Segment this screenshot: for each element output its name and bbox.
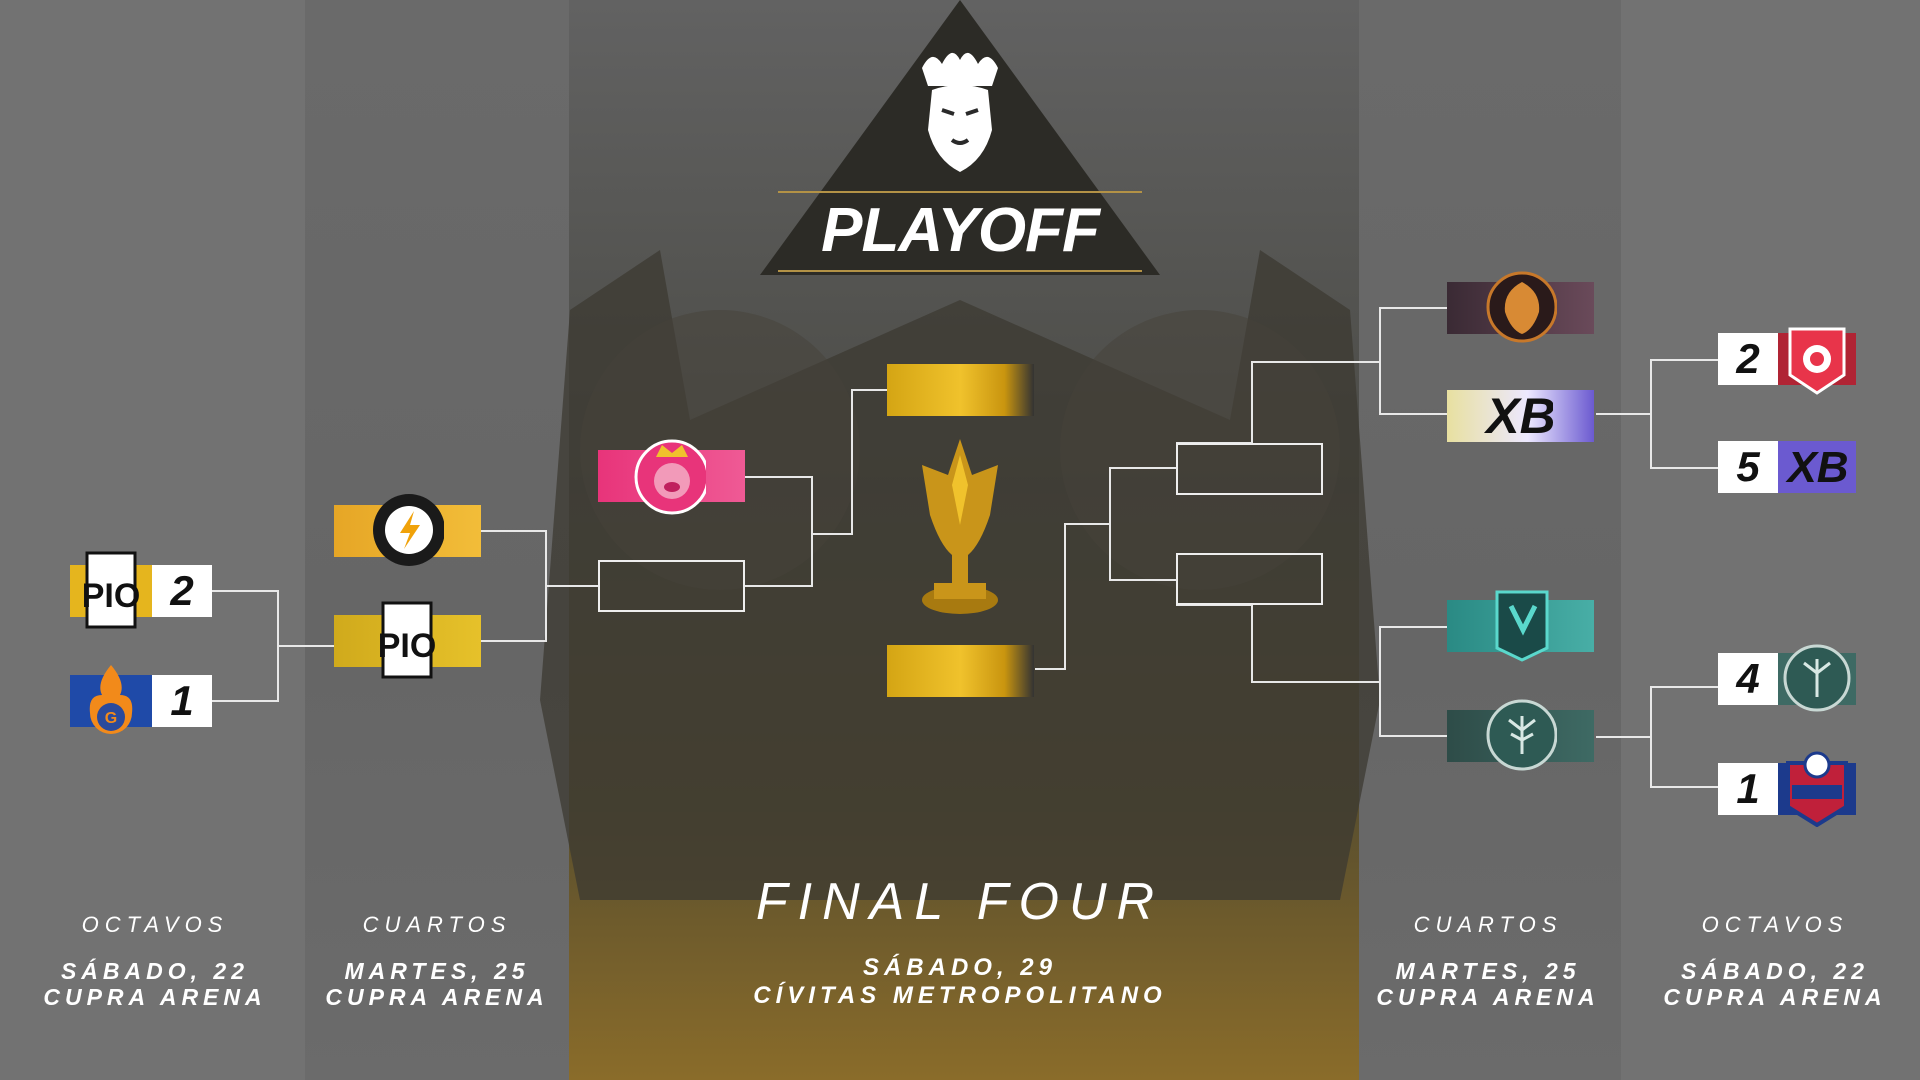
score-xbuyer: 5	[1718, 441, 1778, 493]
page-title: PLAYOFF	[821, 196, 1100, 265]
semi-left-empty-slot	[598, 560, 745, 612]
right-cuartos-label: CUARTOS	[1413, 912, 1563, 937]
porcinas-fc-logo-icon	[632, 436, 706, 515]
team-card-porcinas-fc[interactable]	[598, 439, 745, 515]
left-octavos-date: SÁBADO, 22	[60, 958, 250, 984]
semi-right-top-empty-slot	[1176, 443, 1323, 495]
left-octavos-venue: CUPRA ARENA	[43, 984, 267, 1010]
right-octavos-label: OCTAVOS	[1701, 912, 1849, 937]
team-card-pio-fc-cuartos[interactable]: PIO	[334, 601, 481, 679]
xbuyer-octavos-logo-icon: XB	[1778, 427, 1852, 505]
pio-fc-cuartos-logo-icon: PIO	[370, 601, 444, 679]
final-four-title: FINAL FOUR	[755, 873, 1165, 931]
team-card-pio-fc[interactable]: PIO	[70, 551, 152, 629]
score-las-troncas: 4	[1718, 653, 1778, 705]
svg-text:PIO: PIO	[379, 627, 435, 665]
score-jijantas-fc: 1	[1718, 763, 1778, 815]
right-cuartos-column	[1359, 0, 1621, 1080]
xbuyer-logo-icon: XB	[1479, 376, 1553, 454]
score-pio-fc: 2	[152, 565, 212, 617]
svg-text:PIO: PIO	[83, 577, 139, 615]
team-card-el-barrio[interactable]	[1447, 590, 1594, 662]
right-octavos-column	[1621, 0, 1920, 1080]
el-barrio-logo-icon	[1483, 586, 1557, 664]
svg-text:G: G	[105, 710, 117, 727]
team-card-xbuyer[interactable]: XB	[1447, 388, 1594, 444]
final-four-date: SÁBADO, 29	[862, 954, 1058, 981]
las-troncas-octavos-logo-icon	[1780, 639, 1854, 717]
svg-text:XB: XB	[1784, 443, 1848, 492]
final-slot-bottom	[887, 645, 1034, 697]
left-octavos-label: OCTAVOS	[81, 912, 229, 937]
team-card-aniquiladoras[interactable]	[1778, 327, 1856, 395]
right-octavos-date: SÁBADO, 22	[1680, 958, 1870, 984]
right-octavos-venue: CUPRA ARENA	[1663, 984, 1887, 1010]
left-cuartos-date: MARTES, 25	[344, 958, 530, 984]
aniquiladoras-logo-icon	[1780, 319, 1854, 397]
left-cuartos-label: CUARTOS	[362, 912, 512, 937]
team-card-las-troncas[interactable]	[1447, 699, 1594, 771]
semi-right-bottom-empty-slot	[1176, 553, 1323, 605]
right-cuartos-date: MARTES, 25	[1395, 958, 1581, 984]
team-card-las-troncas-octavos[interactable]	[1778, 644, 1856, 712]
las-troncas-logo-icon	[1483, 696, 1557, 774]
left-octavos-column	[0, 0, 305, 1080]
team-card-jijantas-fc[interactable]	[1778, 751, 1856, 827]
saiyans-fc-logo-icon: G	[74, 661, 148, 739]
right-cuartos-venue: CUPRA ARENA	[1376, 984, 1600, 1010]
left-cuartos-venue: CUPRA ARENA	[325, 984, 549, 1010]
header-divider-top	[778, 191, 1142, 193]
team-card-saiyans-fc[interactable]: G	[70, 665, 152, 734]
trophy-icon	[922, 439, 998, 614]
team-card-xbuyer-octavos[interactable]: XB	[1778, 441, 1856, 493]
score-saiyans-fc: 1	[152, 675, 212, 727]
header-divider-bottom	[778, 270, 1142, 272]
final-slot-top	[887, 364, 1034, 416]
team-card-rayo-de-barcelona[interactable]	[334, 494, 481, 566]
rayo-de-barcelona-logo-icon	[370, 491, 444, 569]
score-aniquiladoras: 2	[1718, 333, 1778, 385]
final-four-venue: CÍVITAS METROPOLITANO	[753, 982, 1167, 1009]
kings-league-queen-logo-icon	[922, 52, 998, 172]
jijantas-fc-logo-icon	[1780, 749, 1854, 827]
ultimate-mostoles-logo-icon	[1483, 268, 1557, 346]
team-card-ultimate-mostoles[interactable]	[1447, 271, 1594, 343]
svg-text:XB: XB	[1483, 388, 1553, 444]
pio-fc-logo-icon: PIO	[74, 551, 148, 629]
